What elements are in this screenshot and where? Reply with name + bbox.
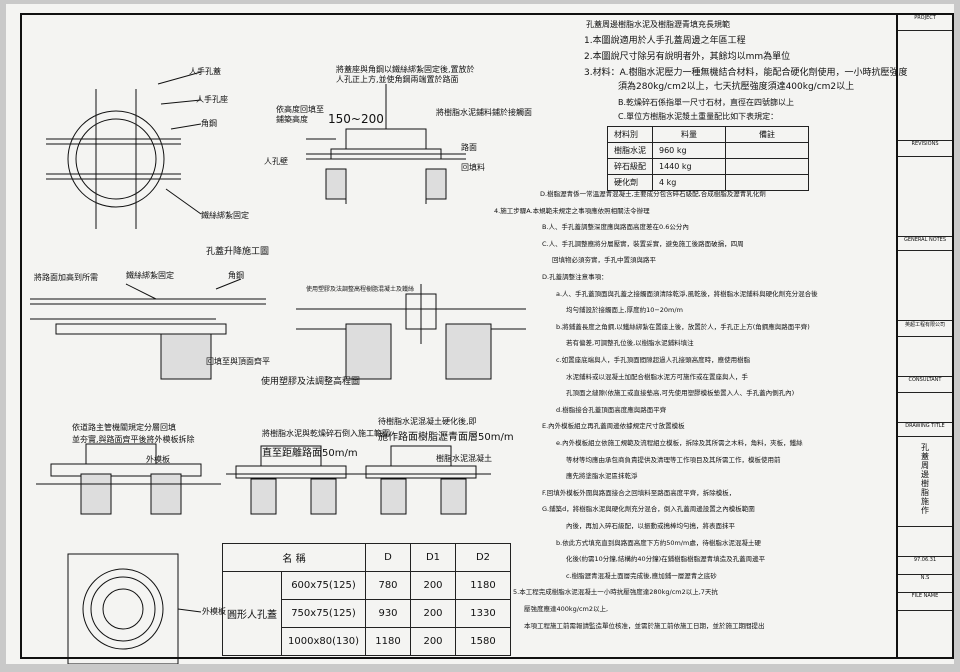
label-d3-angle: 角鋼 [228,271,244,280]
spec-line: e.內外模板組立依施工規範及流程組立模板，拆除及其所需之木料，角料，夾板，鐵絲 [556,439,803,447]
label-plan-outer: 外模板 [202,607,226,616]
spec-line: 若有偏差,可調整孔位後,以樹脂水泥鋪料填注 [566,339,694,348]
spec-line: 本項工程施工前需報請監造單位核准，並需於施工前依施工日期，並於施工期間提出 [524,621,765,630]
formwork-plan-drawing [67,553,202,664]
label-d2-dim-value: 150~200 [328,112,384,126]
tb-scale: N.S [898,575,952,593]
spec-line: D.孔蓋調整注意事項： [542,273,608,281]
label-d7-a: 待樹脂水泥混凝土硬化後,即 [378,417,477,426]
label-d3-left: 將路面加高到所需 [34,273,98,282]
table-row: 碎石級配 1440 kg [607,158,809,175]
tb-date: 97.06.31 [898,557,952,575]
tb-company: 英超工程有限公司 [898,321,952,337]
label-d3-fill: 回填至與頂面齊平 [206,357,270,366]
spec-line: 內後，再加入碎石級配，以振動或搗棒均勻搗，將表面抹平 [566,522,735,530]
table-row: 名 稱 D D1 D2 [222,543,511,572]
label-d7-b: 施作路面樹脂瀝青面層50m/m [378,432,514,443]
spec-line: 化後(約需10分鐘,結構約40分鐘)在鋪樹脂樹脂瀝青填造及孔蓋周邊平 [566,555,766,564]
label-d6-b: 直至距離路面50m/m [262,448,358,459]
spec-line: B.乾燥碎石係指單一尺寸石材，直徑在四號篩以上 [618,98,795,107]
table-row: 樹脂水泥 960 kg [607,142,809,159]
table-row: 硬化劑 4 kg [607,174,809,191]
label-angle: 角鋼 [201,119,217,128]
spec-line: 孔頂面之縫隙(依施工或直接墊高,可先使用塑膠模板墊置入人、手孔蓋內側孔內) [566,389,795,398]
spec-line: b.將鋪蓋長度之角鋼,以鐵絲綁紮在置座上後，放置於人，手孔正上方(角鋼應與路面平… [556,322,810,331]
spec-line: 須為280kg/cm2以上，七天抗壓強度須達400kg/cm2以上 [618,82,855,92]
tb-project: PROJECT [898,15,952,31]
label-d3-wire: 鐵絲綁紮固定 [126,271,174,280]
backfill-drawing [36,443,221,515]
spec-line: 3.材料：A.樹脂水泥壓力一種無機結合材料，能配合硬化劑使用，一小時抗壓強度 [584,68,908,78]
label-d2-dim2: 鋪築高度 [276,115,308,124]
spec-line: 均勻鋪設於接觸面上,厚度約10−20m/m [566,306,683,315]
spec-line: 4.施工步驟A.本規範未規定之事項應依照相關法令辦理 [494,206,650,215]
table-row: 750x75(125) 930 200 1330 [223,599,511,628]
title-block: PROJECT REVISIONS GENERAL NOTES 英超工程有限公司… [898,13,954,659]
label-d5-a: 依道路主管機關規定分層回填 [72,423,176,432]
label-d2-resin: 將樹脂水泥鋪料鋪於接觸面 [436,108,532,117]
spec-line: c.樹脂瀝青混凝土面層完成後,應加鋪一層瀝青之底砂 [566,571,717,580]
label-d5-b: 並夯實,與路面齊平後將外模板拆除 [72,435,195,444]
label-d3-title: 使用塑膠及法調整高程圖 [261,377,361,387]
tb-consultant: CONSULTANT [898,377,952,393]
manhole-plan-drawing [46,71,202,229]
spec-line: D.樹脂瀝青係一常溫瀝青混凝土,主要成分包含碎石級配,合成樹脂及瀝青乳化劑 [540,190,766,198]
label-wire: 鐵絲綁紮固定 [201,211,249,220]
manhole-drawing-title: 孔蓋升降施工圖 [206,247,270,257]
spec-line: G.鋪築d，將樹脂水泥與硬化劑充分混合，倒入孔蓋周邊設置之內模板範圍 [542,505,755,514]
spec-line: B.人、手孔蓋調整深度應與路面高度差在0.6公分內 [542,223,689,232]
label-d5-outer: 外模板 [146,455,170,464]
asphalt-layer-drawing [356,445,491,515]
table-row: 材料別 料量 備註 [607,126,809,143]
spec-line: 回填物必須夯實，手孔中置須與路平 [552,256,656,265]
label-d2-backfill: 回填料 [461,163,485,172]
label-d2-road: 路面 [461,143,477,152]
tb-drawing-title-value: 孔蓋周邊樹脂施作 [898,437,952,527]
spec-line: 1.本圖說適用於人手孔蓋周邊之年區工程 [584,36,746,46]
label-hand-hole-seat: 人手孔座 [196,95,228,104]
label-d7-c: 樹脂水泥混凝土 [436,454,492,463]
spec-line: F.回填外模板外圍與路面接合之回填料至路面高度平齊，拆除模板， [542,488,736,497]
material-table: 材料別 料量 備註 樹脂水泥 960 kg 碎石級配 1440 kg 硬化劑 4… [607,126,809,191]
spec-line: E.內外模板組立再孔蓋周邊依據規定尺寸放置模板 [542,422,685,431]
manhole-section-drawing [306,84,466,204]
label-d2-manhole: 人孔壁 [264,157,288,166]
tb-file: FILE NAME [898,593,952,611]
spec-line: c.如置座底端與人，手孔頂面間隙超過人孔接頭高度時，應使用樹脂 [556,356,751,364]
label-hand-hole-cover: 人手孔蓋 [189,67,221,76]
detail-drawings [30,71,526,664]
spec-line: C.單位方樹脂水泥漿土重量配比如下表規定： [618,112,779,121]
tb-revisions: REVISIONS [898,141,952,157]
spec-line: a.人、手孔蓋頂面與孔蓋之接觸面須清除乾淨,風乾後，將樹脂水泥鋪料與硬化劑充分混… [556,289,818,298]
spec-line: 2.本圖說尺寸除另有說明者外，其餘均以mm為單位 [584,52,791,62]
spec-line: d.樹脂接合孔蓋頂面高度應與路面平齊 [556,405,667,414]
spec-line: 5.本工程完成樹脂水泥混凝土一小時抗壓強度達280kg/cm2以上,7天抗 [513,588,718,597]
table-row: 1000x80(130) 1180 200 1580 [223,627,511,656]
label-d2-top: 將蓋座與角鋼以鐵絲綁紮固定後,置放於 [336,65,475,74]
height-adjust-drawing [30,278,266,380]
label-d6-a: 將樹脂水泥與乾燥碎石倒入施工範圍 [262,429,390,438]
resin-pour-drawing [226,445,356,515]
label-d2-top2: 人孔正上方,並使角鋼兩端置於路面 [336,75,459,84]
drawing-frame [20,13,898,659]
label-d2-dim: 依高度回填至 [276,105,324,114]
tb-general: GENERAL NOTES [898,237,952,251]
resin-adjust-drawing [296,284,526,380]
spec-line: C.人、手孔調整應將分層壓實，裝置妥實，避免施工後路面破損，四周 [542,239,744,248]
label-d4-note: 使用塑膠及法調整高程樹脂混凝土及鐵絲 [306,286,415,293]
spec-line: 等材等均應由承包商負責提供及清理等工作項目及其所需工作，模板使用前 [566,455,781,464]
dimension-table: 名 稱 D D1 D2 圓形人孔蓋 600x75(125) 780 200 11… [222,543,511,656]
tb-drawing-title: DRAWING TITLE [898,423,952,437]
spec-title: 孔蓋周邊樹脂水泥及樹脂瀝青填充長規範 [586,20,730,29]
spec-line: b.依此方式填充直到與路面高度下方約50m/m處，待樹脂水泥混凝土硬 [556,538,761,547]
spec-line: 壓強度應達400kg/cm2以上, [524,605,609,613]
spec-line: 水泥鋪料或以混凝土加配合樹脂水泥方可施作或在置座與人，手 [566,372,748,381]
drawing-sheet: PROJECT REVISIONS GENERAL NOTES 英超工程有限公司… [6,4,954,664]
table-row: 圓形人孔蓋 600x75(125) 780 200 1180 [222,571,511,656]
spec-line: 應先將塗脂水泥區抹乾淨 [566,472,638,481]
